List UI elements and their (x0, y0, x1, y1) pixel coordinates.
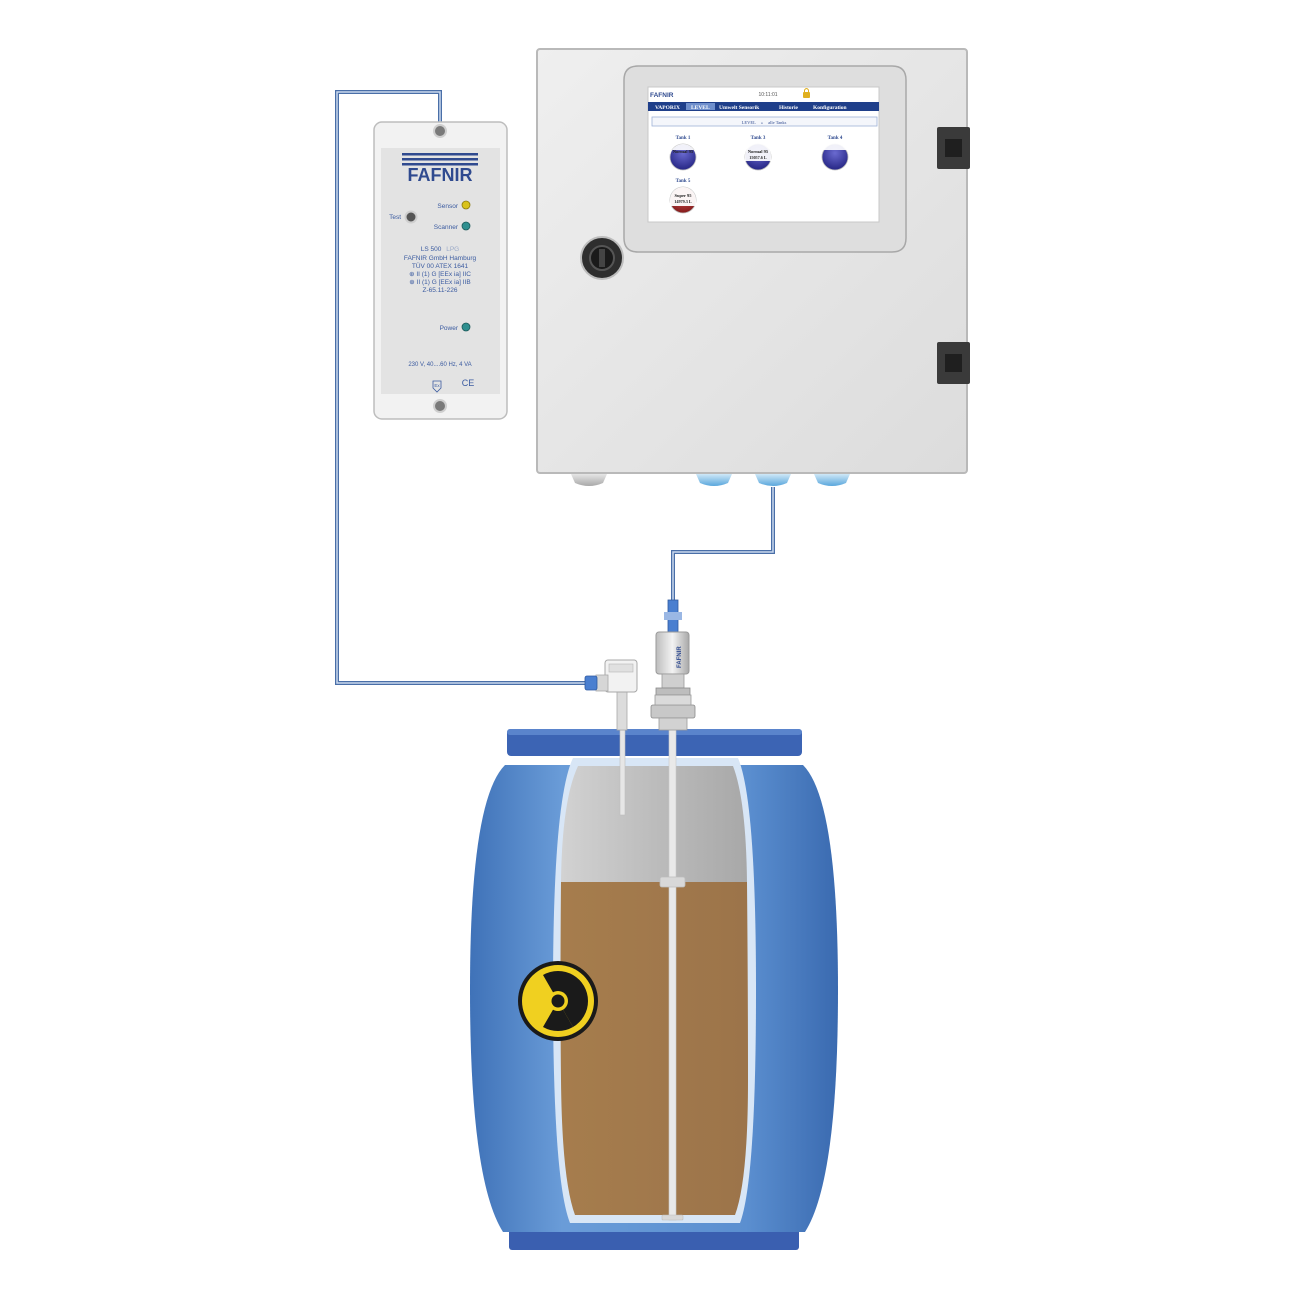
power-rating: 230 V, 40....60 Hz, 4 VA (408, 362, 471, 368)
sensor-label: Sensor (437, 203, 458, 210)
power-led-icon (461, 322, 471, 332)
breadcrumb-text: LEVEL » alle Tanks (742, 120, 787, 125)
leak-sensor-head (584, 659, 638, 731)
controller-cable-outer (671, 487, 775, 610)
level-probe-rod (668, 729, 677, 1221)
tab-konfiguration[interactable]: Konfiguration (813, 105, 847, 111)
probe-brand: FAFNIR (677, 646, 683, 668)
probe-housing (655, 631, 690, 675)
level-probe-head: FAFNIR (650, 599, 696, 731)
tank-name: Tank 5 (676, 179, 691, 184)
sensor-led-icon (461, 200, 471, 210)
barrier-model-line: LS 500 LPG (421, 246, 459, 253)
tank-volume: 15057.6 L (749, 155, 767, 160)
scanner-led-icon (461, 221, 471, 231)
connector-icon (584, 675, 598, 691)
svg-text:Ex: Ex (434, 383, 440, 388)
tank-product: Normal 95 (748, 149, 769, 154)
leak-sensor-rod (619, 729, 626, 816)
active-tab-highlight (686, 103, 715, 110)
barrier-model-suffix: LPG (446, 246, 459, 253)
barrel (470, 729, 838, 1250)
probe-mount-fitting (650, 704, 696, 719)
ce-mark: CE (462, 378, 475, 388)
screen-logo: FAFNIR (650, 92, 674, 99)
tank-volume: 14979.3 L (674, 199, 692, 204)
cert-line: TÜV 00 ATEX 1641 (412, 262, 469, 270)
cert-line: FAFNIR GmbH Hamburg (404, 255, 477, 262)
tab-vaporix[interactable]: VAPORIX (655, 105, 680, 111)
screen-tab-bar (648, 102, 879, 111)
breadcrumb-right: alle Tanks (768, 120, 786, 125)
ex-mark-icon: Ex (432, 380, 442, 393)
cable-gland (814, 474, 850, 486)
tank-product: Super 95 (674, 193, 692, 198)
cert-line: ⊕ II (1) G [EEx ia] IIC (409, 271, 471, 278)
cables (335, 90, 775, 685)
barrel-top-rim (507, 729, 802, 756)
barrier-module: FAFNIR Sensor Test Scanner LS 500 LPG FA… (373, 121, 508, 420)
power-label: Power (440, 325, 459, 332)
padlock-icon[interactable] (803, 88, 810, 99)
tank-tile[interactable]: Tank 4 (821, 136, 849, 171)
barrier-faceplate (381, 148, 500, 394)
gas-phase (561, 766, 747, 882)
barrier-model: LS 500 (421, 246, 442, 253)
tab-level[interactable]: LEVEL (691, 105, 710, 111)
cert-line: Z-65.11-226 (423, 287, 458, 294)
probe-foot (661, 1214, 684, 1221)
breadcrumb-sep: » (761, 120, 763, 125)
probe-float (659, 876, 686, 888)
breadcrumb-left[interactable]: LEVEL (742, 120, 756, 125)
breadcrumb (651, 116, 878, 127)
tank-product: Normal 95 (673, 149, 694, 154)
tab-historie[interactable]: Historie (779, 105, 798, 111)
scanner-label: Scanner (434, 224, 459, 231)
controller-cabinet: FAFNIR 10:11:01 VAPORIX LEVEL Umwelt Sen… (536, 48, 970, 486)
tab-umwelt-sensorik[interactable]: Umwelt Sensorik (719, 105, 760, 111)
tank-name: Tank 1 (676, 136, 691, 141)
tank-tile[interactable]: Tank 3 Normal 95 15057.6 L (744, 136, 772, 171)
cable-gland (571, 474, 607, 486)
tank-name: Tank 4 (828, 136, 843, 141)
barrier-brand: FAFNIR (408, 165, 473, 185)
tank-tile[interactable]: Tank 1 Normal 95 (669, 136, 697, 171)
liquid-phase (560, 882, 748, 1215)
tank-tile[interactable]: Tank 5 Super 95 14979.3 L (669, 179, 697, 214)
mounting-screw-bottom (433, 399, 447, 413)
tank-name: Tank 3 (751, 136, 766, 141)
mounting-screw-top (433, 124, 447, 138)
barrier-cable-inner (336, 91, 588, 684)
cable-gland (696, 474, 732, 486)
controller-cable-inner (672, 487, 774, 610)
screen-time: 10:11:01 (758, 92, 777, 98)
test-label: Test (389, 214, 401, 221)
cable-gland (755, 474, 791, 486)
radiation-hazard-icon (518, 961, 598, 1041)
test-button[interactable] (404, 210, 418, 224)
cert-line: ⊕ II (1) G [EEx ia] IIB (409, 279, 470, 286)
fafnir-logo-stripes (402, 153, 478, 166)
